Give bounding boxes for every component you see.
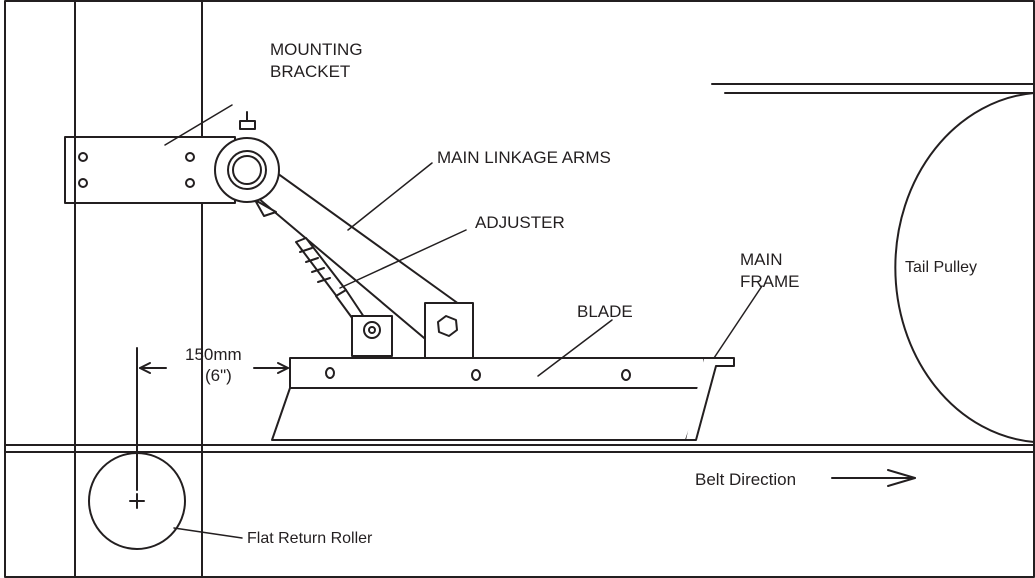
pivot-hub-bore [232, 155, 262, 185]
mounting-bracket-leader [164, 104, 233, 146]
mounting-bracket-plate [64, 136, 236, 204]
tail-pulley-label: Tail Pulley [905, 259, 977, 276]
adjuster-thread [317, 277, 331, 283]
main-linkage-arms-label: MAIN LINKAGE ARMS [437, 148, 611, 167]
hub-bolt-head [239, 120, 256, 130]
mounting-bracket-label-line2: BRACKET [270, 62, 350, 81]
blade [271, 387, 705, 441]
linkage-arm-lug [254, 199, 277, 217]
blade-leader [537, 319, 613, 377]
belt-direction-arrowhead [887, 469, 916, 487]
dimension-arrowhead-left [139, 362, 151, 374]
pivot-hub [214, 137, 280, 203]
blade-bolt [325, 367, 335, 379]
tail-pulley [894, 92, 1035, 443]
bracket-hole [78, 152, 88, 162]
dimension-label-mm: 150mm [185, 345, 242, 364]
adjuster-leader [339, 229, 467, 289]
diagram-border [4, 0, 1035, 578]
main-frame-leader [713, 285, 763, 359]
linkage-arms-leader [347, 162, 433, 231]
roller-leader [173, 527, 243, 539]
blade-bolt [471, 369, 481, 381]
clevis-pin [363, 321, 381, 339]
belt-direction-label: Belt Direction [695, 470, 796, 489]
adjuster-label: ADJUSTER [475, 213, 565, 232]
pivot-hub-inner [227, 150, 267, 190]
bracket-hole [78, 178, 88, 188]
blade-label: BLADE [577, 302, 633, 321]
bracket-hole [185, 152, 195, 162]
main-frame-label-line2: FRAME [740, 272, 800, 291]
bracket-hole [185, 178, 195, 188]
dimension-label-in: (6") [205, 366, 232, 385]
clevis-pin-center [368, 326, 376, 334]
clevis-nut [437, 315, 458, 337]
main-frame [685, 357, 735, 441]
blade-bolt [621, 369, 631, 381]
mounting-bracket-label-line1: MOUNTING [270, 40, 363, 59]
blade-holder [289, 357, 705, 389]
flat-return-roller-label: Flat Return Roller [247, 530, 373, 547]
adjuster-thread [305, 257, 319, 263]
dimension-arrowhead-right [277, 362, 289, 374]
adjuster-thread [311, 267, 325, 273]
adjuster-thread [299, 247, 313, 253]
main-frame-label-line1: MAIN [740, 250, 783, 269]
